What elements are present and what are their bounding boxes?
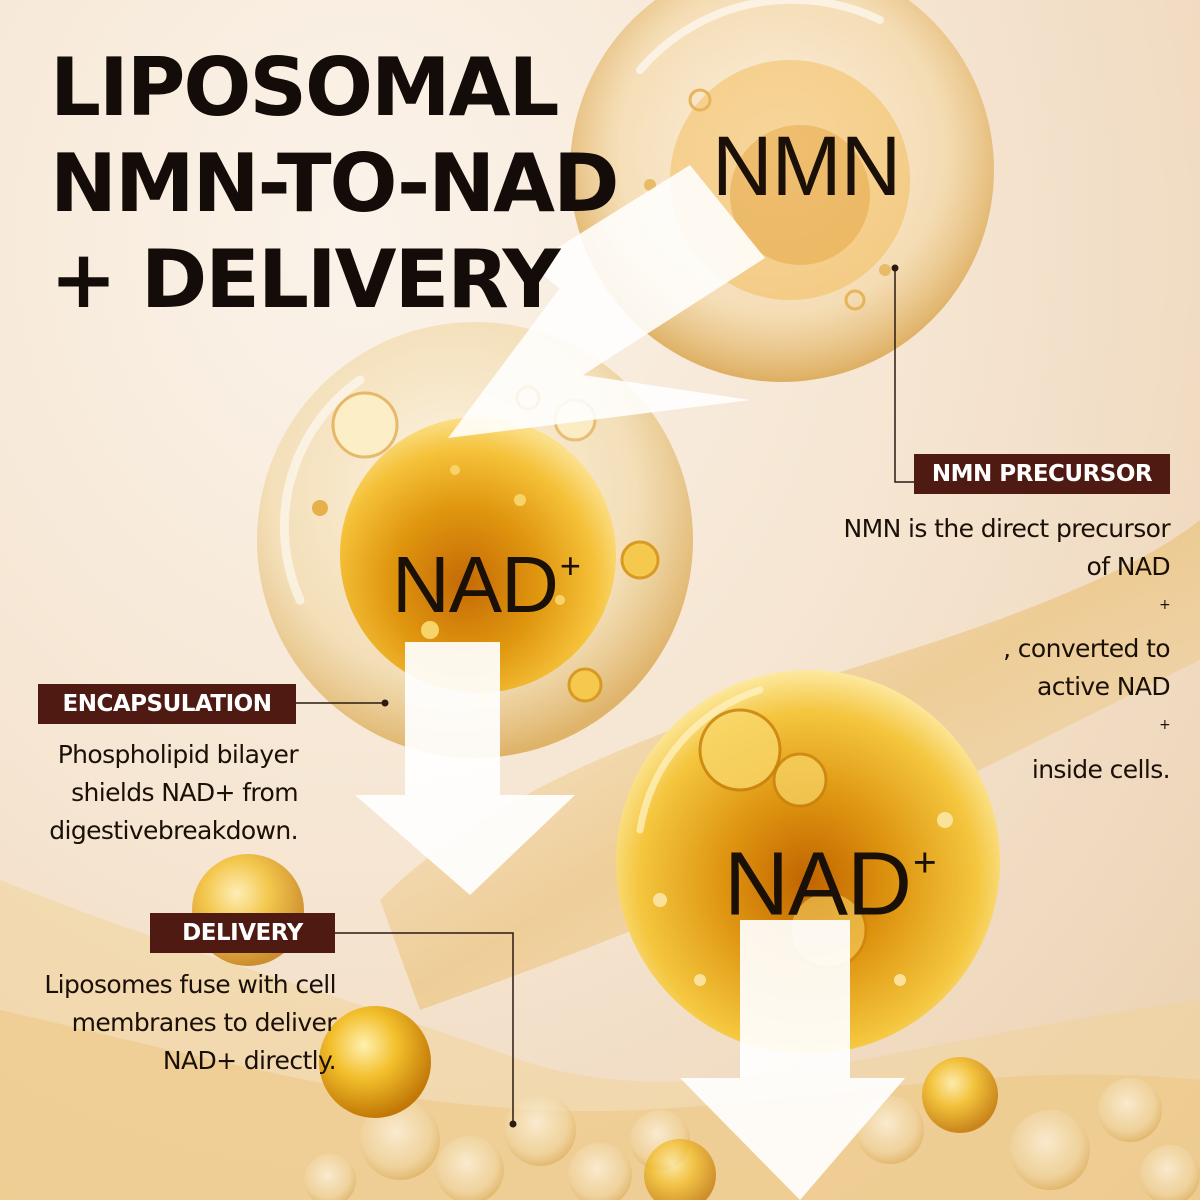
description-line: of NAD + , converted to	[844, 548, 1171, 668]
description-line: membranes to deliver	[71, 1008, 337, 1037]
page-title: LIPOSOMAL NMN-TO-NAD + DELIVERY	[50, 40, 619, 328]
description-text: NMN is the direct precursor	[843, 514, 1171, 543]
description-superscript: +	[1159, 717, 1171, 734]
description-text: of NAD	[1086, 552, 1171, 581]
nad-upper-bubble-label: NAD+	[392, 520, 581, 631]
description-line: Liposomes fuse with cell	[44, 970, 336, 999]
nmn-precursor-badge: NMN PRECURSOR	[914, 454, 1170, 494]
encapsulation-badge: ENCAPSULATION	[38, 684, 296, 724]
nad-lower-bubble	[616, 670, 1000, 1054]
title-line: LIPOSOMAL	[50, 41, 560, 134]
leader-dots	[381, 264, 899, 1128]
droplet	[922, 1057, 998, 1133]
description-line: digestivebreakdown.	[49, 816, 298, 845]
nmn-precursor-description: NMN is the direct precursor of NAD + , con…	[843, 510, 1171, 789]
nad-label-superscript: +	[913, 839, 937, 885]
nad-label-text: NAD	[392, 540, 559, 630]
nad-label-text: NAD	[724, 834, 912, 935]
delivery-badge: DELIVERY	[150, 913, 335, 953]
title-line: NMN-TO-NAD	[50, 137, 619, 230]
encapsulation-description: Phospholipid bilayer shields NAD+ from d…	[36, 736, 298, 850]
nmn-bubble-label: NMN	[712, 118, 901, 214]
title-line: + DELIVERY	[50, 233, 560, 326]
description-text: active NAD	[1037, 672, 1171, 702]
description-line: Phospholipid bilayer	[57, 740, 299, 769]
leader-lines	[296, 268, 914, 1124]
arrow-nad-down-2	[680, 920, 905, 1200]
delivery-description: Liposomes fuse with cell membranes to de…	[30, 966, 336, 1080]
arrow-nad-down-1	[355, 642, 575, 895]
description-text: , converted to	[1003, 634, 1171, 664]
nad-lower-bubble-label: NAD+	[724, 812, 937, 935]
arrow-nmn-to-nad	[448, 165, 765, 438]
droplet	[644, 1139, 716, 1200]
description-text: inside cells.	[1031, 754, 1171, 784]
nmn-label-text: NMN	[712, 119, 901, 213]
droplet	[319, 1006, 431, 1118]
description-line: NMN is the direct precursor	[843, 510, 1171, 548]
description-superscript: +	[1159, 597, 1171, 613]
description-line: shields NAD+ from	[71, 778, 299, 807]
description-line: active NAD + inside cells.	[844, 668, 1171, 788]
nad-label-superscript: +	[559, 545, 581, 586]
description-line: NAD+ directly.	[162, 1046, 337, 1075]
